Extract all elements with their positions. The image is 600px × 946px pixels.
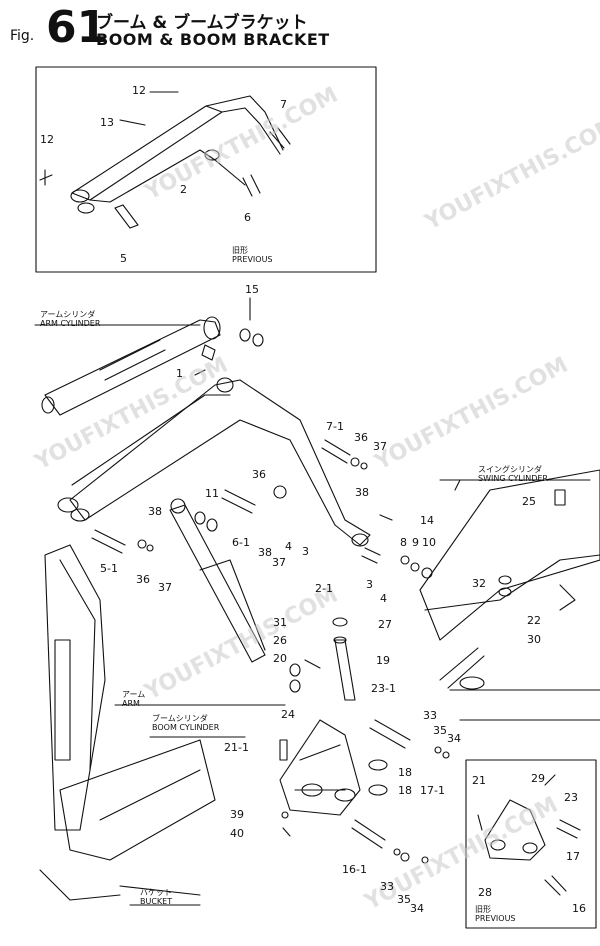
- callout-36: 36: [252, 468, 266, 481]
- pin-5-1: [91, 529, 126, 554]
- callout-36: 36: [354, 431, 368, 444]
- pin-16-1: [351, 819, 386, 849]
- callout-23-1: 23-1: [371, 682, 396, 695]
- callout-37: 37: [272, 556, 286, 569]
- arm-cylinder-body: [44, 319, 221, 416]
- callout-31: 31: [273, 616, 287, 629]
- watermark-2: YOUFIXTHIS.COM: [420, 113, 600, 236]
- callout-21: 21: [472, 774, 486, 787]
- callout-4: 4: [285, 540, 292, 553]
- callout-33: 33: [423, 709, 437, 722]
- callout-35: 35: [433, 724, 447, 737]
- title-english: BOOM & BOOM BRACKET: [96, 30, 330, 49]
- inset-pin-6: [242, 174, 261, 197]
- callout-5: 5: [120, 252, 127, 265]
- callout-18: 18: [398, 766, 412, 779]
- ring-27: [332, 617, 348, 627]
- callout-13: 13: [100, 116, 114, 129]
- inset-pin-5: [114, 204, 139, 229]
- watermark-6: YOUFIXTHIS.COM: [360, 793, 562, 916]
- pin-19: [334, 639, 356, 701]
- callout-24: 24: [281, 708, 295, 721]
- boom-cylinder-body: [169, 504, 266, 663]
- callout-37: 37: [158, 581, 172, 594]
- main-boom-body: [69, 379, 371, 546]
- swing-cylinder: [439, 647, 485, 689]
- swing-frame: [419, 469, 600, 641]
- callout-30: 30: [527, 633, 541, 646]
- callout-23: 23: [564, 791, 578, 804]
- callout-14: 14: [420, 514, 434, 527]
- callout-16-1: 16-1: [342, 863, 367, 876]
- callout-37: 37: [373, 440, 387, 453]
- callout-2: 2: [180, 183, 187, 196]
- callout-16: 16: [572, 902, 586, 915]
- callout-36: 36: [136, 573, 150, 586]
- callout-11: 11: [205, 487, 219, 500]
- figure-prefix: Fig.: [10, 28, 35, 44]
- pin-23-1: [369, 719, 411, 749]
- callout-25: 25: [522, 495, 536, 508]
- callout-40: 40: [230, 827, 244, 840]
- callout-1: 1: [176, 367, 183, 380]
- callout-17-1: 17-1: [420, 784, 445, 797]
- watermark-4: YOUFIXTHIS.COM: [370, 353, 572, 476]
- callout-34: 34: [410, 902, 424, 915]
- callout-29: 29: [531, 772, 545, 785]
- callout-38: 38: [258, 546, 272, 559]
- callout-15: 15: [245, 283, 259, 296]
- title-japanese: ブーム & ブームブラケット: [96, 13, 308, 33]
- callout-20: 20: [273, 652, 287, 665]
- callout-3: 3: [302, 545, 309, 558]
- watermark-5: YOUFIXTHIS.COM: [140, 583, 342, 706]
- callout-39: 39: [230, 808, 244, 821]
- callout-9: 9: [412, 536, 419, 549]
- callout-6-1: 6-1: [232, 536, 250, 549]
- callout-28: 28: [478, 886, 492, 899]
- callout-21-1: 21-1: [224, 741, 249, 754]
- previous-inset-frame-bottom: [465, 759, 597, 929]
- callout-4: 4: [380, 592, 387, 605]
- pin-7-1: [321, 439, 351, 464]
- callout-5-1: 5-1: [100, 562, 118, 575]
- callout-12: 12: [132, 84, 146, 97]
- callout-7: 7: [280, 98, 287, 111]
- callout-10: 10: [422, 536, 436, 549]
- callout-32: 32: [472, 577, 486, 590]
- callout-8: 8: [400, 536, 407, 549]
- callout-19: 19: [376, 654, 390, 667]
- figure-number: 61: [46, 2, 108, 53]
- callout-6: 6: [244, 211, 251, 224]
- callout-22: 22: [527, 614, 541, 627]
- previous-inset-frame-top: [35, 66, 377, 273]
- callout-38: 38: [148, 505, 162, 518]
- inset-pin-7: [269, 127, 291, 149]
- bucket-body: [59, 739, 216, 861]
- callout-34: 34: [447, 732, 461, 745]
- arm-body: [44, 544, 106, 831]
- callout-7-1: 7-1: [326, 420, 344, 433]
- callout-38: 38: [355, 486, 369, 499]
- callout-3: 3: [366, 578, 373, 591]
- callout-17: 17: [566, 850, 580, 863]
- boom-bracket: [279, 719, 361, 816]
- callout-27: 27: [378, 618, 392, 631]
- callout-18: 18: [398, 784, 412, 797]
- callout-26: 26: [273, 634, 287, 647]
- callout-2-1: 2-1: [315, 582, 333, 595]
- inset-bracket: [484, 799, 546, 861]
- pin-6-1: [221, 489, 256, 514]
- watermark-1: YOUFIXTHIS.COM: [140, 83, 342, 206]
- callout-33: 33: [380, 880, 394, 893]
- callout-12: 12: [40, 133, 54, 146]
- callout-35: 35: [397, 893, 411, 906]
